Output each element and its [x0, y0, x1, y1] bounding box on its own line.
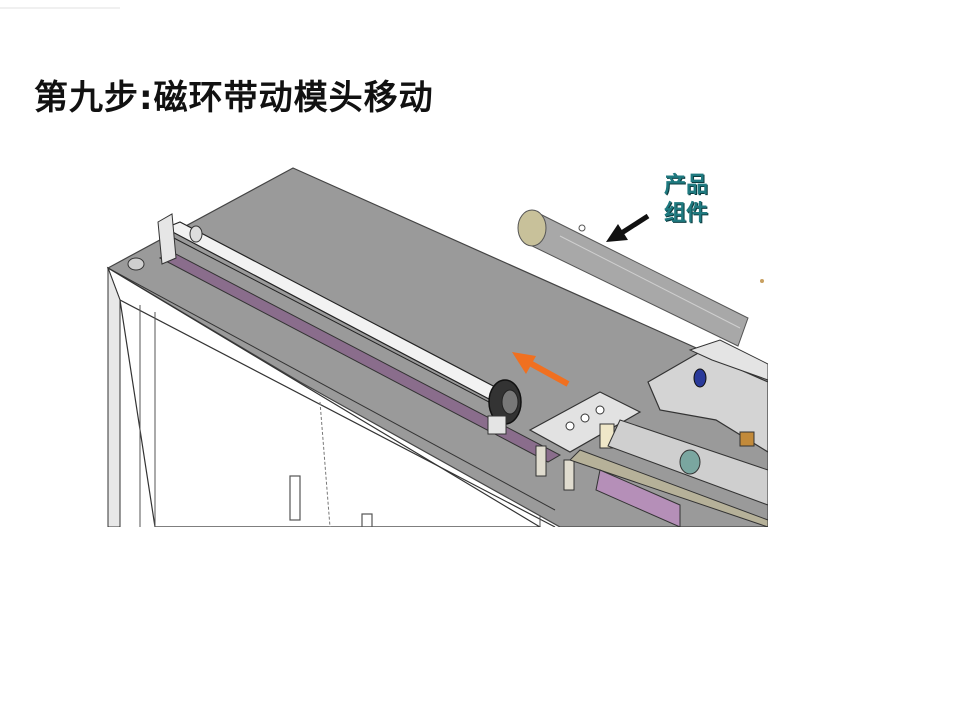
callout-line-1: 产品 [664, 173, 709, 198]
blue-fitting [693, 368, 707, 388]
corner-knob [127, 257, 145, 271]
green-bearing [679, 449, 701, 475]
tube-end-cap [517, 209, 547, 247]
rail-end-bracket [157, 213, 177, 265]
door-handle-left [289, 475, 301, 521]
product-assembly-label: 产品 组件 [664, 172, 708, 228]
callout-line-2: 组件 [664, 201, 709, 226]
orange-arrow-icon [512, 352, 570, 387]
slide-title: 第九步:磁环带动模头移动 [34, 78, 434, 118]
black-arrow-icon [606, 213, 650, 242]
